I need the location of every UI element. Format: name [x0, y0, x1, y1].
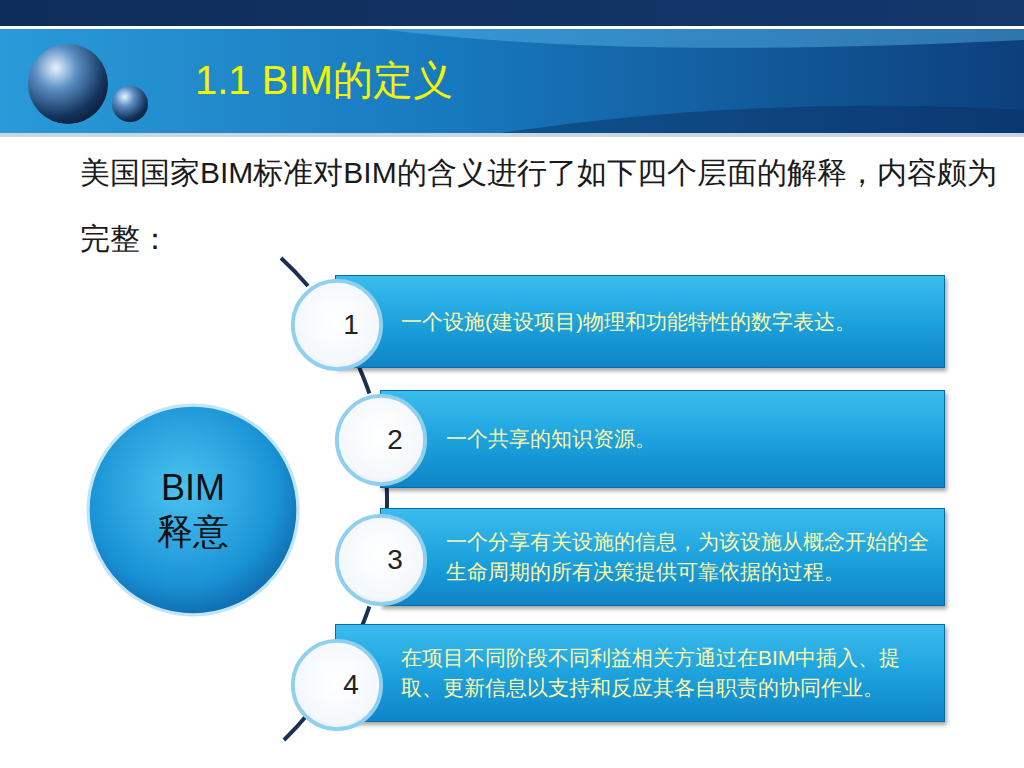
- circle-shape: [337, 516, 425, 604]
- title-banner: [0, 29, 1024, 133]
- node-text: 一个设施(建设项目)物理和功能特性的数字表达。: [401, 307, 856, 337]
- banner-underline: [0, 133, 1024, 137]
- number-circle: 1: [289, 277, 385, 373]
- center-circle: BIM 释意: [85, 402, 301, 618]
- circle-outline: [85, 402, 301, 618]
- number-circle: 4: [289, 637, 385, 733]
- definition-box: 一个分享有关设施的信息，为该设施从概念开始的全生命周期的所有决策提供可靠依据的过…: [380, 508, 945, 606]
- number-outline: [333, 392, 429, 488]
- intro-text: 美国国家BIM标准对BIM的含义进行了如下四个层面的解释，内容颇为完整：: [80, 140, 1000, 272]
- node-text: 3: [359, 544, 403, 576]
- arc-end: [281, 258, 308, 286]
- number-circle: 2: [333, 392, 429, 488]
- number-outline: [289, 637, 385, 733]
- node-text: 4: [315, 669, 359, 701]
- sphere-icon: [28, 44, 108, 124]
- slide-title: 1.1 BIM的定义: [195, 52, 453, 108]
- banner-swoosh: [500, 106, 1024, 133]
- definition-box: 在项目不同阶段不同利益相关方通过在BIM中插入、提取、更新信息以支持和反应其各自…: [335, 624, 945, 722]
- banner-swoosh: [380, 29, 1024, 48]
- number-circle: 3: [333, 512, 429, 608]
- node-text: 2: [359, 424, 403, 456]
- node-text: 1: [315, 309, 359, 341]
- node-text: 一个共享的知识资源。: [446, 424, 656, 454]
- definition-box: 一个设施(建设项目)物理和功能特性的数字表达。: [335, 275, 945, 368]
- circle-shape: [88, 405, 298, 615]
- circle-shape: [293, 281, 381, 369]
- node-text: 一个分享有关设施的信息，为该设施从概念开始的全生命周期的所有决策提供可靠依据的过…: [446, 527, 936, 587]
- top-line: [0, 26, 1024, 29]
- node-text: BIM 释意: [148, 466, 238, 554]
- circle-shape: [293, 641, 381, 729]
- node-text: 在项目不同阶段不同利益相关方通过在BIM中插入、提取、更新信息以支持和反应其各自…: [401, 643, 936, 703]
- arc-end: [284, 714, 308, 740]
- number-outline: [333, 512, 429, 608]
- sphere-icon: [112, 86, 148, 122]
- definition-box: 一个共享的知识资源。: [380, 390, 945, 488]
- top-strip: [0, 0, 1024, 26]
- arc-connector: [359, 368, 369, 394]
- circle-shape: [337, 396, 425, 484]
- number-outline: [289, 277, 385, 373]
